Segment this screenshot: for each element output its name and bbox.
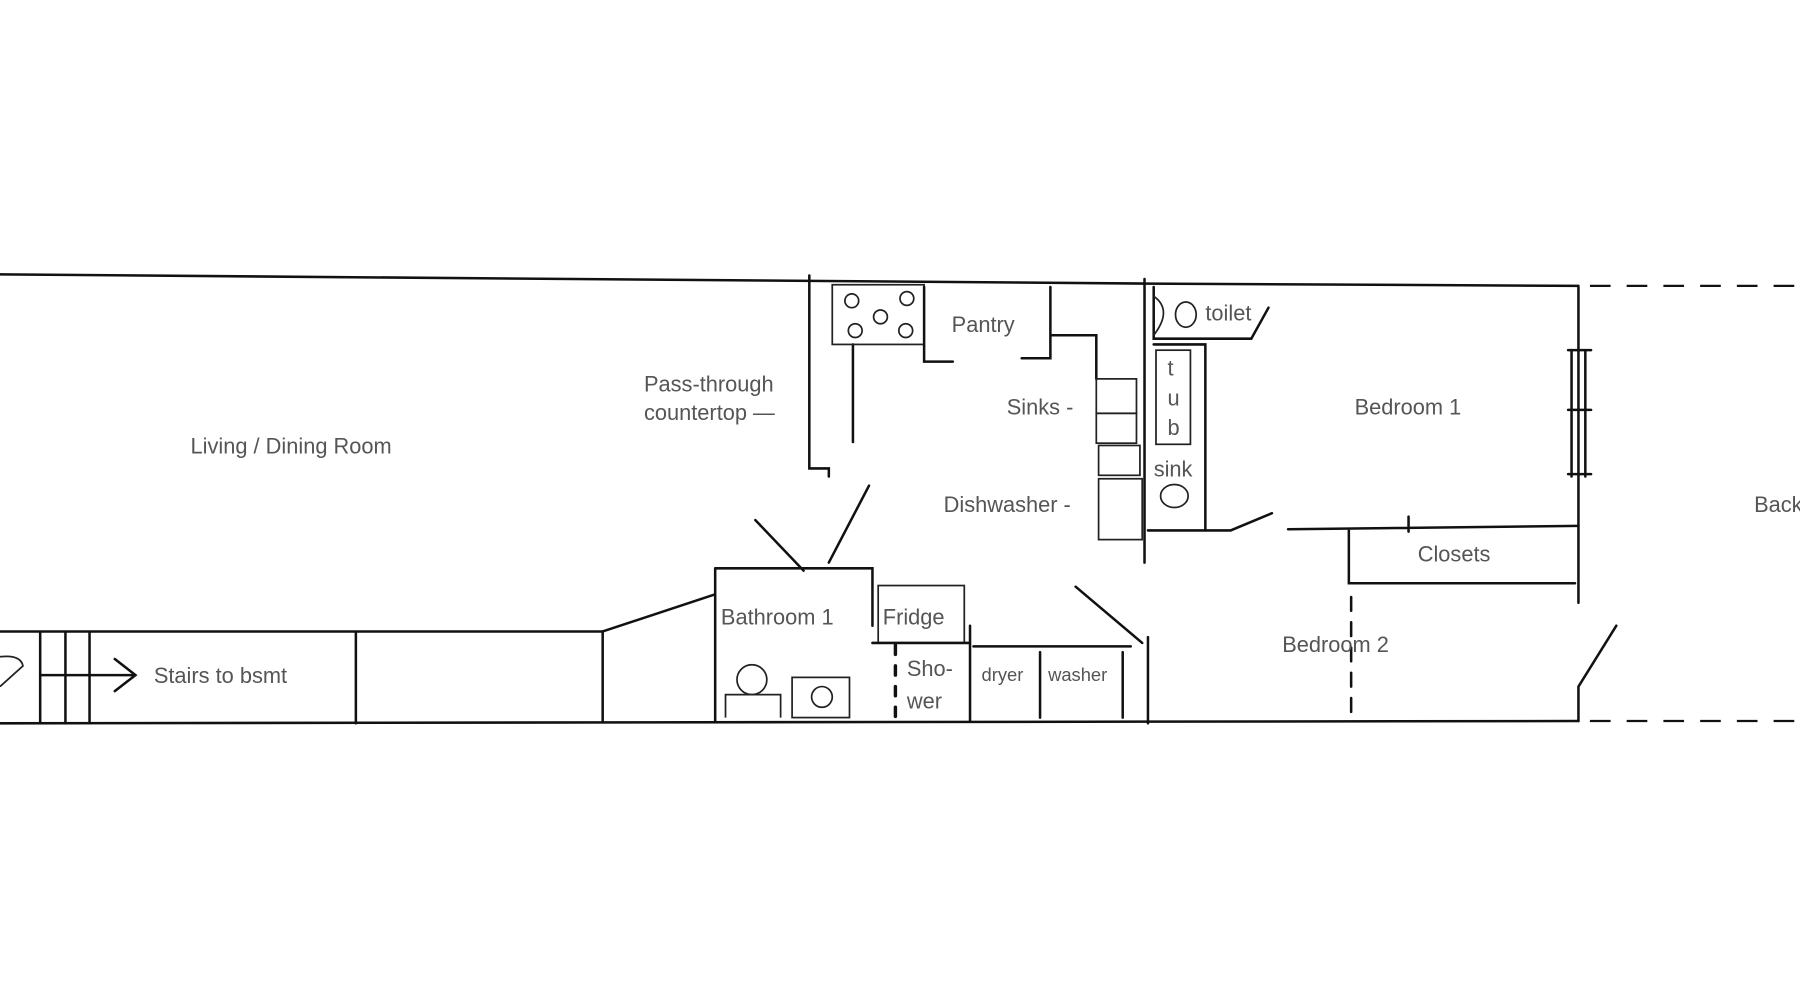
label-dishwasher: Dishwasher - — [944, 492, 1071, 517]
label-washer: washer — [1047, 664, 1107, 685]
label-dryer: dryer — [982, 664, 1024, 685]
label-closets: Closets — [1418, 541, 1491, 566]
label-bathroom1: Bathroom 1 — [721, 605, 834, 630]
label-shower-2: wer — [906, 688, 942, 713]
label-bedroom1: Bedroom 1 — [1355, 394, 1462, 419]
room-labels: Living / Dining Room Stairs to bsmt Pass… — [154, 300, 1800, 713]
walls — [0, 273, 1800, 725]
label-sinks: Sinks - — [1007, 394, 1074, 419]
label-pass-through: Pass-through — [644, 372, 774, 397]
arrow-icon — [38, 657, 138, 693]
label-sink: sink — [1154, 456, 1193, 481]
label-toilet: toilet — [1205, 300, 1251, 325]
label-bedroom2: Bedroom 2 — [1282, 632, 1389, 657]
label-tub-t: t — [1167, 355, 1173, 380]
label-shower-1: Sho- — [907, 656, 953, 681]
label-pantry: Pantry — [952, 312, 1015, 337]
label-back: Back — [1754, 492, 1800, 517]
label-tub-u: u — [1167, 385, 1179, 410]
label-fridge: Fridge — [883, 605, 945, 630]
label-countertop: countertop — — [644, 400, 775, 425]
label-living: Living / Dining Room — [191, 434, 392, 459]
label-stairs: Stairs to bsmt — [154, 663, 287, 688]
label-tub-b: b — [1167, 415, 1179, 440]
